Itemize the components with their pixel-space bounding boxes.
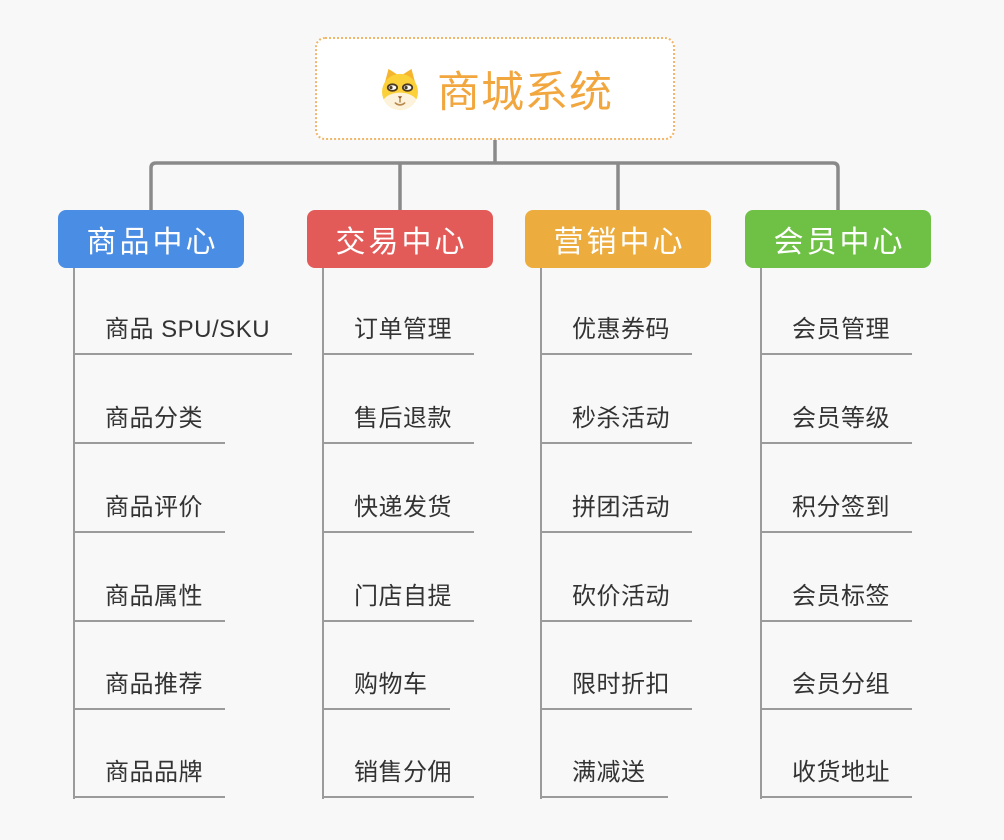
leaf-node[interactable]: 拼团活动 [542,493,692,533]
branch-label: 营销中心 [553,226,686,259]
leaf-node[interactable]: 限时折扣 [542,670,692,710]
branch-header[interactable]: 商品中心 [58,210,244,268]
leaf-node[interactable]: 会员标签 [762,582,912,622]
leaf-node[interactable]: 积分签到 [762,493,912,533]
root-node[interactable]: 商城系统 [315,37,675,140]
connector-path [149,139,840,212]
branch-label: 会员中心 [773,226,906,259]
leaf-node[interactable]: 订单管理 [324,315,474,355]
leaf-node[interactable]: 售后退款 [324,404,474,444]
branch-children-spine: 优惠券码 秒杀活动 拼团活动 砍价活动 限时折扣 满减送 [540,268,692,799]
leaf-node[interactable]: 秒杀活动 [542,404,692,444]
branch-children-spine: 商品 SPU/SKU 商品分类 商品评价 商品属性 商品推荐 商品品牌 [73,268,293,799]
leaf-node[interactable]: 购物车 [324,670,450,710]
leaf-node[interactable]: 门店自提 [324,582,474,622]
leaf-node[interactable]: 商品 SPU/SKU [75,315,293,355]
branch-header[interactable]: 交易中心 [307,210,493,268]
leaf-node[interactable]: 商品评价 [75,493,225,533]
leaf-node[interactable]: 商品推荐 [75,670,225,710]
branch-children-spine: 订单管理 售后退款 快递发货 门店自提 购物车 销售分佣 [322,268,474,799]
leaf-node[interactable]: 会员管理 [762,315,912,355]
branch-label: 商品中心 [86,226,219,259]
branch-children-spine: 会员管理 会员等级 积分签到 会员标签 会员分组 收货地址 [760,268,912,799]
leaf-node[interactable]: 收货地址 [762,758,912,798]
leaf-node[interactable]: 会员等级 [762,404,912,444]
leaf-node[interactable]: 优惠券码 [542,315,692,355]
leaf-node[interactable]: 商品属性 [75,582,225,622]
leaf-node[interactable]: 商品品牌 [75,758,225,798]
leaf-node[interactable]: 快递发货 [324,493,474,533]
leaf-node[interactable]: 满减送 [542,758,668,798]
branch-header[interactable]: 会员中心 [745,210,931,268]
branch-label: 交易中心 [335,226,468,259]
leaf-node[interactable]: 砍价活动 [542,582,692,622]
dog-icon [382,68,418,110]
root-title: 商城系统 [437,68,613,117]
leaf-node[interactable]: 销售分佣 [324,758,474,798]
leaf-node[interactable]: 商品分类 [75,404,225,444]
branch-header[interactable]: 营销中心 [525,210,711,268]
leaf-node[interactable]: 会员分组 [762,670,912,710]
